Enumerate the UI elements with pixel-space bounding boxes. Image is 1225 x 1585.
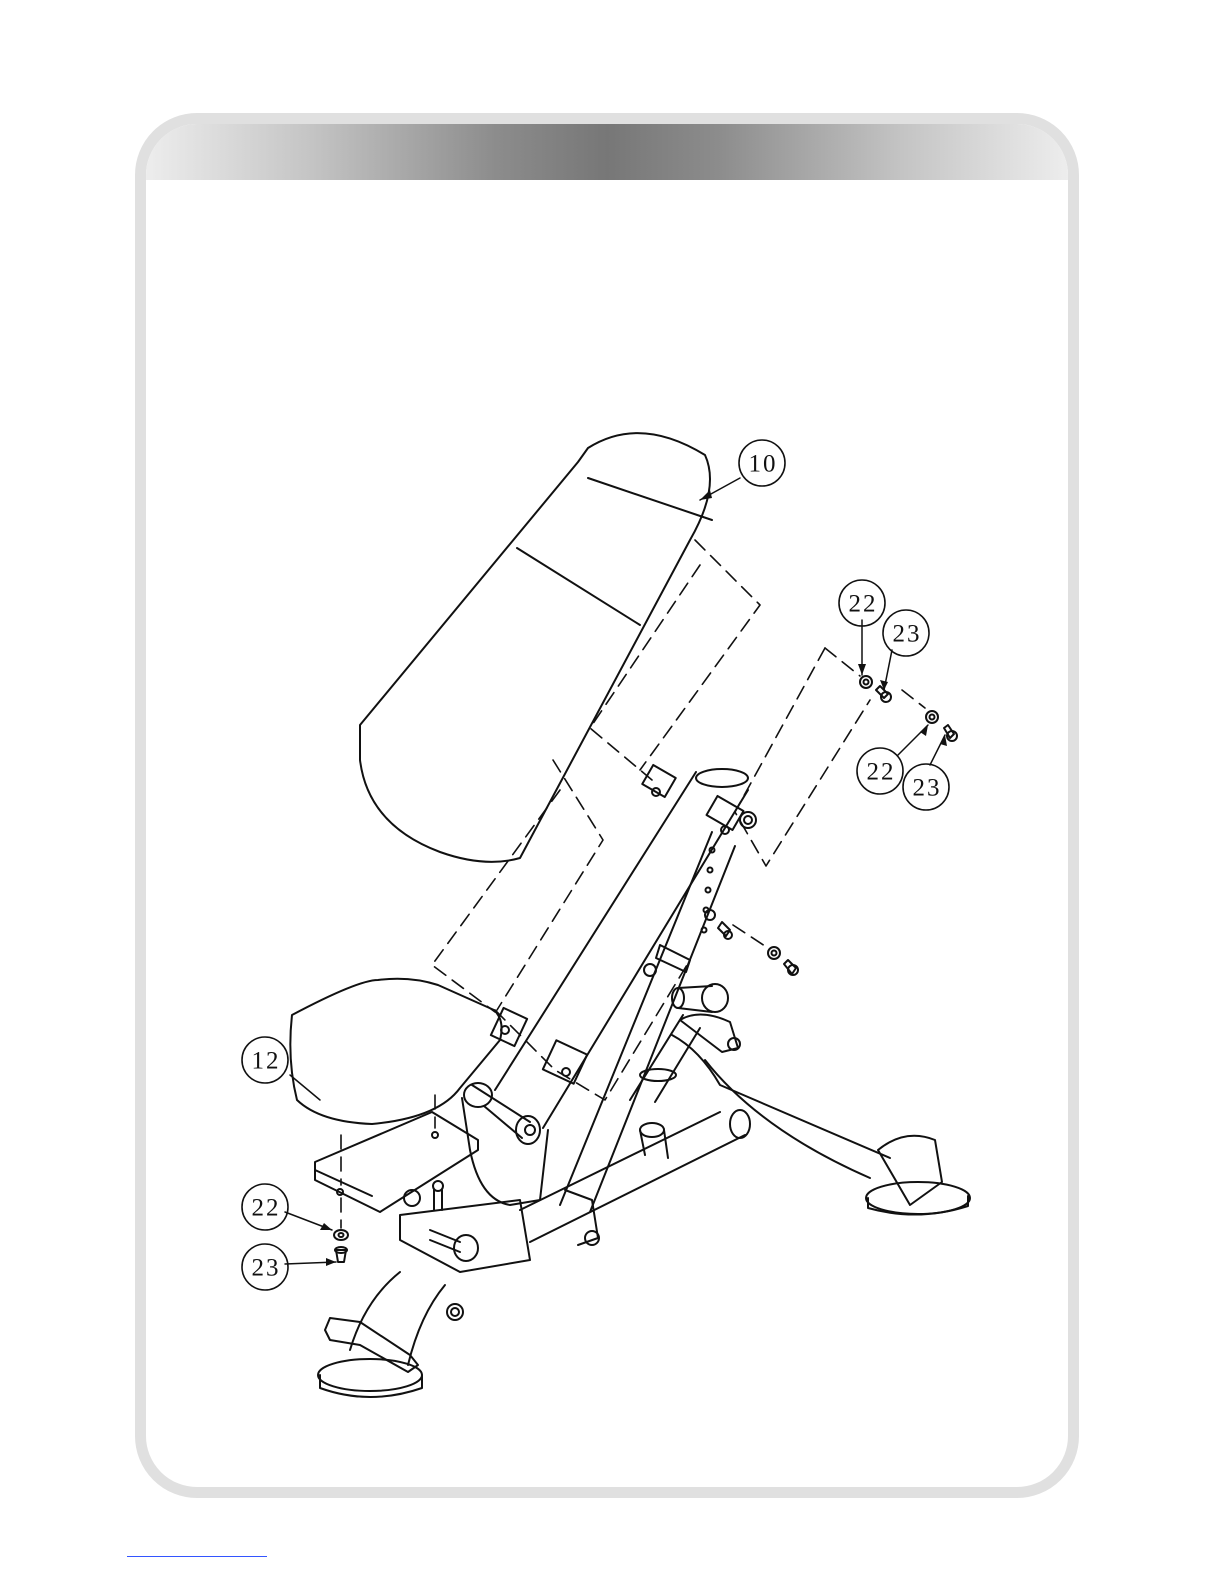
- upright-post: [630, 984, 728, 1102]
- footer-link-underline: [127, 1556, 267, 1557]
- callout-bolt-bottom: 23: [252, 1255, 281, 1282]
- callout-seat: 12: [252, 1048, 281, 1075]
- callout-leaders: [285, 478, 945, 1264]
- callout-washer-bottom: 22: [252, 1195, 281, 1222]
- fasteners-bottom: [334, 1230, 348, 1262]
- backrest-pad: [360, 433, 712, 862]
- pop-pin-knob: [430, 1230, 478, 1261]
- callout-circles: [242, 440, 949, 1290]
- front-leg: [318, 1272, 463, 1397]
- callout-backrest: 10: [749, 451, 778, 478]
- callout-washer-top-left: 22: [849, 591, 878, 618]
- seat-plate: [315, 1112, 478, 1212]
- callout-bolt-top-left: 23: [893, 621, 922, 648]
- callout-washer-top-right: 22: [867, 759, 896, 786]
- fasteners-mid: [433, 910, 798, 1210]
- main-frame: [400, 1110, 750, 1272]
- fasteners-top-right: [860, 676, 957, 741]
- seat-pad: [290, 979, 501, 1124]
- pivot-roller: [462, 1083, 548, 1205]
- adjustment-tube: [560, 832, 735, 1212]
- callout-bolt-top-right: 23: [913, 775, 942, 802]
